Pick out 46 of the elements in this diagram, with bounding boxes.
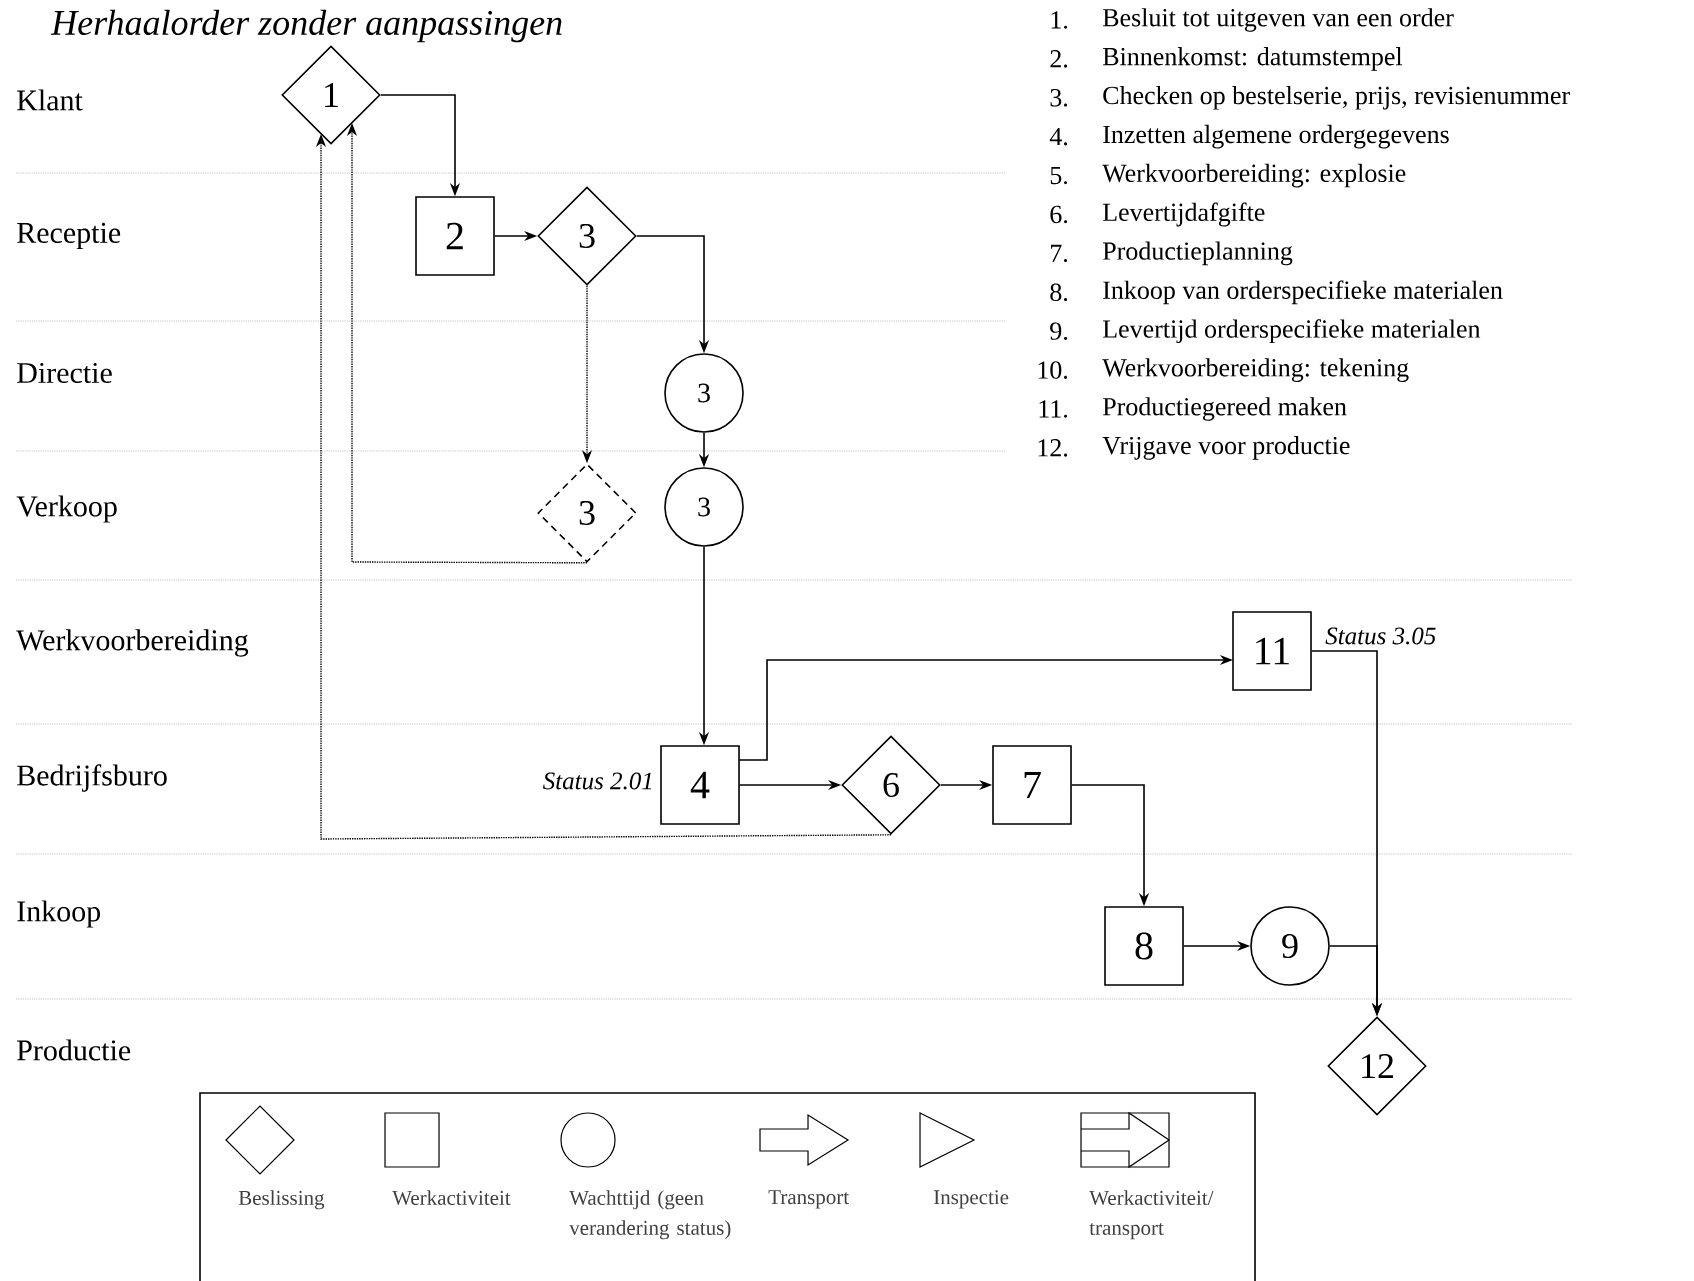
lane-label: Directie xyxy=(17,362,112,384)
status-label: Status 3.05 xyxy=(1325,627,1436,645)
list-text: Levertijd orderspecifieke materialen xyxy=(1102,319,1481,344)
lane-label: Klant xyxy=(17,89,83,111)
list-text: Checken op bestelserie, prijs, revisienummer xyxy=(1103,86,1570,110)
list-number: 9. xyxy=(1050,322,1068,340)
legend-label: Inspectie xyxy=(933,1190,1009,1209)
list-text: Vrijgave voor productie xyxy=(1102,436,1350,460)
list-number: 1. xyxy=(1051,11,1068,29)
list-text: Werkvoorbereiding: explosie xyxy=(1102,163,1406,188)
legend-label: Transport xyxy=(768,1190,849,1209)
activity-box: 4 xyxy=(660,745,740,825)
list-text: Levertijdafgifte xyxy=(1102,202,1265,227)
list-number: 10. xyxy=(1038,361,1068,379)
list-text: Productieplanning xyxy=(1102,241,1293,266)
list-text: Binnenkomst: datumstempel xyxy=(1102,47,1403,71)
lane-label: Inkoop xyxy=(17,900,101,928)
activity-box: 11 xyxy=(1232,611,1312,691)
legend-label: Werkactiviteit xyxy=(392,1190,511,1206)
list-number: 3. xyxy=(1050,89,1068,107)
list-text: Productiegereed maken xyxy=(1102,397,1347,421)
list-number: 8. xyxy=(1050,283,1068,302)
list-number: 11. xyxy=(1039,400,1068,418)
list-text: Inkoop van orderspecifieke materialen xyxy=(1103,280,1503,305)
activity-box: 2 xyxy=(415,196,495,276)
list-text: Werkvoorbereiding: tekening xyxy=(1102,358,1409,382)
legend-label: Wachttijd (geen verandering status) xyxy=(569,1190,731,1240)
activity-box: 8 xyxy=(1104,906,1184,986)
lane-label: Productie xyxy=(17,1039,131,1061)
list-text: Inzetten algemene ordergegevens xyxy=(1103,124,1449,149)
status-label: Status 2.01 xyxy=(543,772,652,790)
legend-label: Werkactiviteit/ transport xyxy=(1089,1190,1214,1240)
lane-label: Receptie xyxy=(17,222,121,250)
activity-box: 7 xyxy=(992,745,1072,825)
list-number: 5. xyxy=(1050,166,1068,185)
legend-label: Beslissing xyxy=(238,1190,325,1210)
list-number: 6. xyxy=(1050,205,1068,224)
lane-label: Verkoop xyxy=(16,495,117,523)
list-number: 2. xyxy=(1050,50,1068,68)
list-number: 4. xyxy=(1049,127,1068,146)
list-text: Besluit tot uitgeven van een order xyxy=(1102,8,1454,32)
title: Herhaalorder zonder aanpassingen xyxy=(50,9,562,43)
lane-label: Werkvoorbereiding xyxy=(16,629,249,657)
list-number: 7. xyxy=(1051,244,1068,263)
list-number: 12. xyxy=(1038,439,1068,457)
lane-label: Bedrijfsburo xyxy=(17,764,167,792)
